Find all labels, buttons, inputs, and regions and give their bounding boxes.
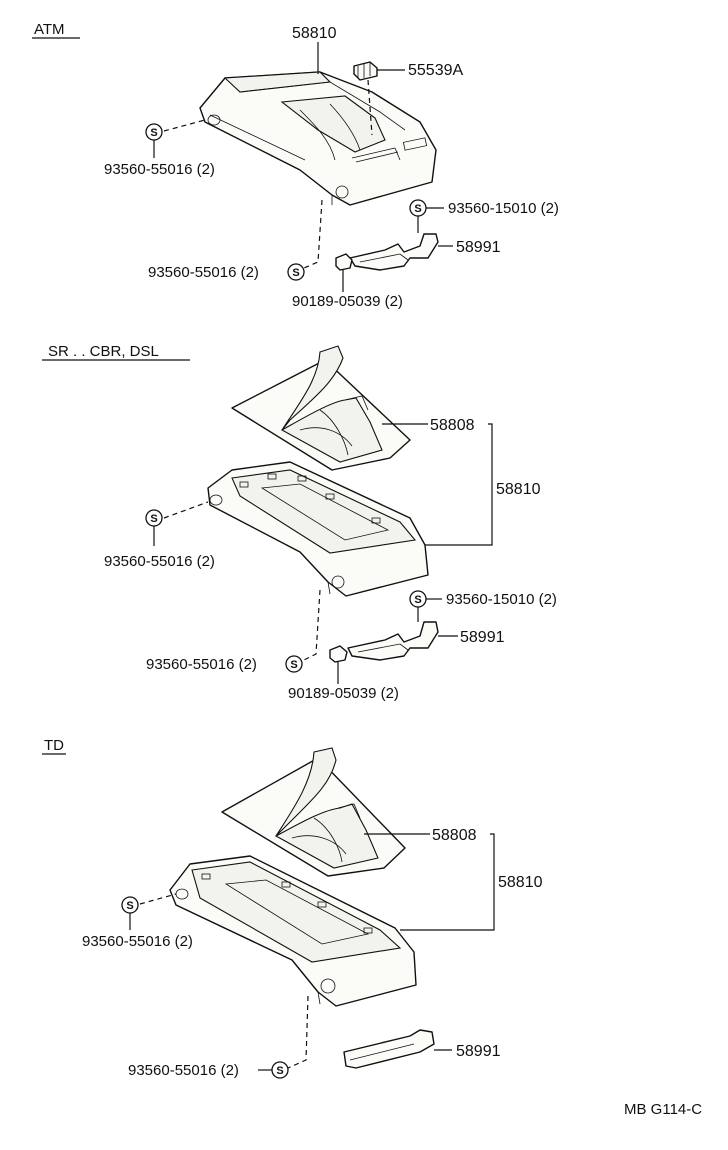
svg-text:S: S [276,1065,283,1077]
console-sr-drawing [207,461,429,597]
label-58991: 58991 [460,629,505,646]
clip-atm-drawing [335,253,353,292]
svg-text:S: S [126,900,133,912]
leader-58810-bracket [425,423,493,546]
section-td: TD [42,737,543,1079]
dash-screw-bottom [287,995,309,1069]
screw-symbol-bottom: S [287,263,305,281]
screw-symbol-right: S [409,590,442,608]
insert-55539a-drawing [353,61,405,136]
svg-text:S: S [292,267,299,279]
screw-symbol-left: S [145,123,163,158]
leader-58810-bracket [400,833,495,931]
label-screw-right: 93560-15010 (2) [448,200,559,217]
label-screw-left: 93560-55016 (2) [104,161,215,178]
dash-screw-left [139,893,177,905]
label-58810: 58810 [498,874,543,891]
section-title-td: TD [44,737,64,754]
bracket-58991-sr-drawing [347,607,458,661]
diagram-code: MB G114-C [624,1101,702,1118]
svg-text:S: S [290,659,297,671]
screw-symbol-bottom: S [285,655,303,673]
svg-text:S: S [414,594,421,606]
dash-screw-bottom [303,589,321,661]
svg-text:S: S [414,203,421,215]
label-screw-left: 93560-55016 (2) [82,933,193,950]
section-atm: ATM [32,21,559,310]
bracket-58991-td-drawing [343,1029,452,1069]
dash-screw-left [163,119,206,132]
screw-symbol-bottom: S [258,1061,289,1079]
label-58991: 58991 [456,239,501,256]
console-atm-drawing [199,71,437,206]
section-title-atm: ATM [34,21,65,38]
label-screw-left: 93560-55016 (2) [104,553,215,570]
label-clip: 90189-05039 (2) [292,293,403,310]
screw-symbol-right: S [409,199,444,217]
label-screw-bottom: 93560-55016 (2) [146,656,257,673]
screw-symbol-left: S [121,896,139,930]
label-55539a: 55539A [408,62,463,79]
label-clip: 90189-05039 (2) [288,685,399,702]
svg-text:S: S [150,513,157,525]
console-td-drawing [169,855,417,1007]
svg-text:S: S [150,127,157,139]
dash-screw-left [163,501,209,519]
label-58808: 58808 [432,827,477,844]
label-screw-right: 93560-15010 (2) [446,591,557,608]
clip-sr-drawing [329,645,348,684]
screw-symbol-left: S [145,509,163,546]
boot-58808-td-drawing [221,747,406,877]
label-screw-bottom: 93560-55016 (2) [128,1062,239,1079]
dash-screw-bottom [303,199,323,269]
label-58991: 58991 [456,1043,501,1060]
label-58808: 58808 [430,417,475,434]
label-screw-bottom: 93560-55016 (2) [148,264,259,281]
boot-58808-sr-drawing [231,345,411,471]
label-58810: 58810 [292,25,337,42]
label-58810: 58810 [496,481,541,498]
section-title-sr: SR . . CBR, DSL [48,343,159,360]
section-sr: SR . . CBR, DSL [42,343,557,702]
bracket-58991-atm-drawing [349,216,453,271]
